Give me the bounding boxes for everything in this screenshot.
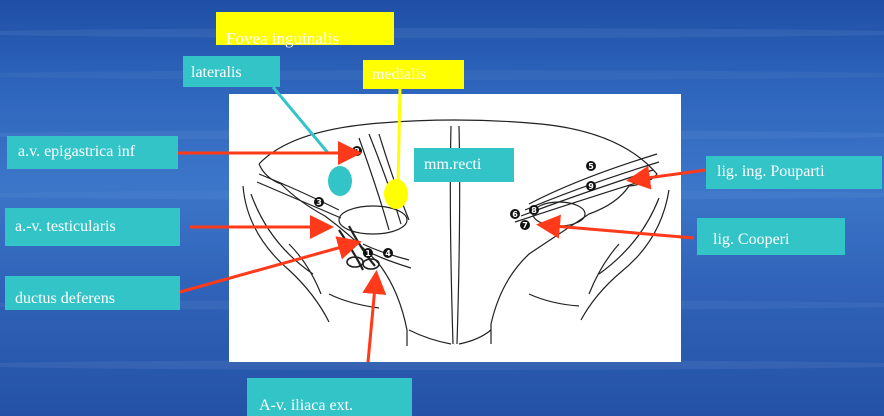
lig-pouparti-label: lig. ing. Pouparti: [706, 156, 882, 189]
cooperi-arrow: [542, 225, 694, 238]
epigastrica-label: a.v. epigastrica inf: [7, 136, 178, 169]
fovea-inguinalis-label: Fovea inguinalis: [216, 12, 394, 45]
iliaca-arrow: [368, 276, 376, 362]
ductus-deferens-label: ductus deferens: [5, 276, 180, 310]
lateralis-pointer: [273, 87, 328, 153]
medialis-label: medialis: [363, 60, 464, 89]
medialis-pointer: [398, 88, 400, 188]
lig-cooperi-label: lig. Cooperi: [697, 218, 845, 255]
ductus-deferens-arrow: [180, 243, 356, 292]
testicularis-label: a.-v. testicularis: [5, 208, 180, 246]
mm-recti-label: mm.recti: [414, 148, 514, 182]
iliaca-ext-label: A-v. iliaca ext.: [247, 378, 412, 416]
pouparti-arrow: [632, 170, 706, 180]
lateralis-label: lateralis: [183, 56, 280, 87]
